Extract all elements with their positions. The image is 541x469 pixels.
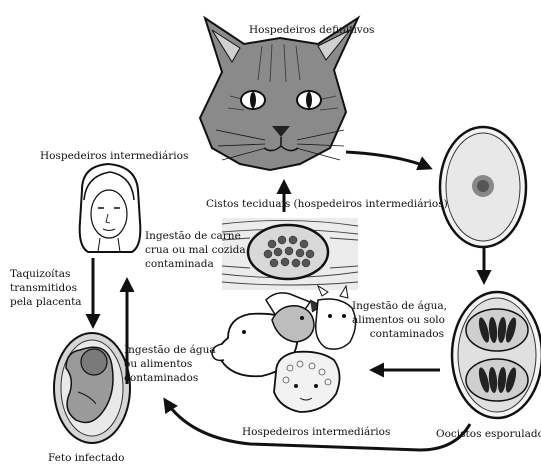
water-food-mid-line-3: contaminados (124, 372, 198, 385)
intermediate-hosts-left-label: Hospedeiros intermediários (40, 150, 188, 163)
tachyzoites-line-2: transmitidos (10, 282, 77, 295)
woman-face-icon (80, 164, 141, 252)
fetus-icon (54, 333, 130, 443)
water-food-mid-line-2: ou alimentos (124, 358, 192, 371)
infected-fetus-label: Feto infectado (48, 452, 124, 465)
tachyzoites-line-3: pela placenta (10, 296, 82, 309)
tissue-cysts-label: Cistos teciduais (hospedeiros intermediá… (206, 198, 448, 211)
sporulated-oocyst-icon (452, 292, 541, 418)
water-food-mid-line-1: Ingestão de água (124, 344, 216, 357)
water-food-right-line-3: contaminados (352, 328, 444, 341)
oocyst-icon (440, 127, 526, 247)
farm-animals-icon (212, 286, 356, 412)
arrow-cat-to-oocyst (346, 152, 430, 168)
cat-head-icon (200, 18, 358, 170)
sporulated-oocysts-label: Oocistos esporulados (436, 428, 541, 441)
raw-meat-line-1: Ingestão de carne (145, 230, 241, 243)
intermediate-hosts-bottom-label: Hospedeiros intermediários (242, 426, 390, 439)
raw-meat-line-2: crua ou mal cozida (145, 244, 246, 257)
raw-meat-line-3: contaminada (145, 258, 214, 271)
water-food-right-line-2: alimentos ou solo (352, 314, 444, 327)
water-food-right-line-1: Ingestão de água, (352, 300, 444, 313)
tachyzoites-line-1: Taquizoítas (10, 268, 70, 281)
definitive-hosts-label: Hospedeiros definitivos (249, 24, 374, 37)
